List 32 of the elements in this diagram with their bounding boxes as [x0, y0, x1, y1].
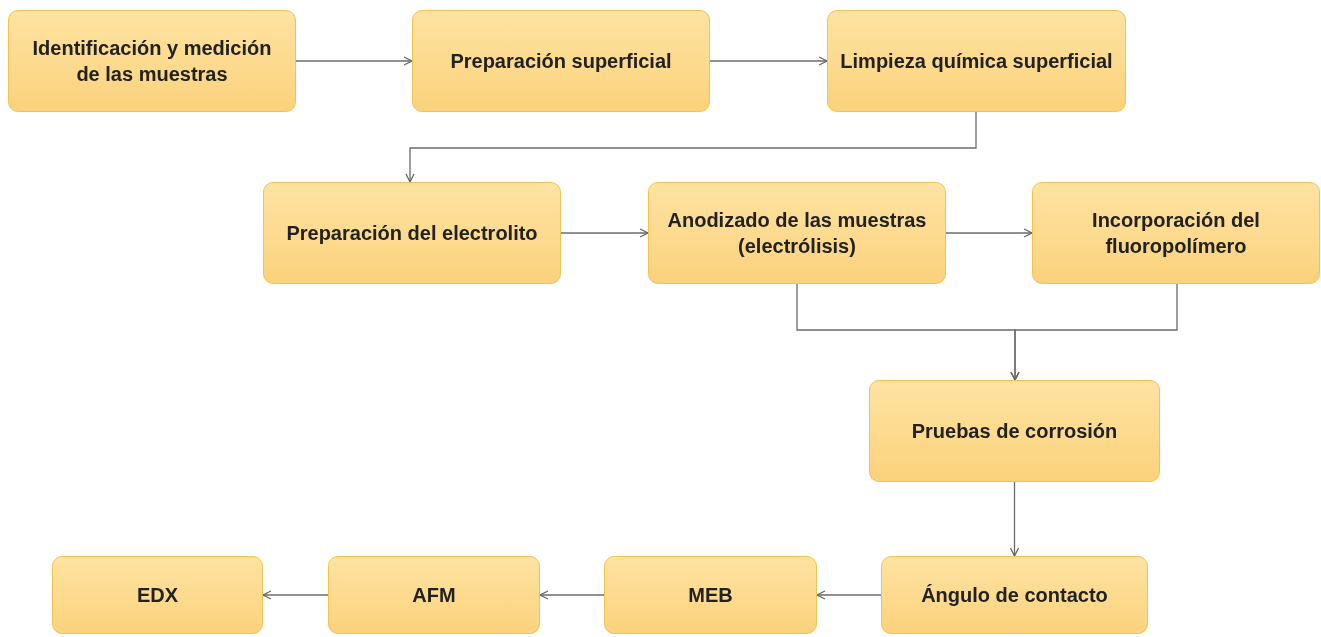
arrow: [1009, 481, 1020, 557]
step-label: Pruebas de corrosión: [911, 418, 1118, 444]
process-box: [869, 380, 1160, 482]
arrow: [262, 590, 329, 600]
process-box: [52, 556, 263, 634]
arrow: [945, 228, 1033, 238]
arrow: [709, 56, 828, 66]
arrow: [816, 590, 882, 600]
arrow: [295, 56, 413, 66]
step-label: Incorporación del fluoropolímero: [1091, 207, 1261, 259]
step-label: Limpieza química superficial: [840, 48, 1113, 74]
step-label: MEB: [688, 582, 733, 608]
process-box: [263, 182, 561, 284]
arrow: [405, 111, 977, 183]
process-box: [412, 10, 710, 112]
step-label: Ángulo de contacto: [921, 582, 1108, 608]
process-box: [604, 556, 817, 634]
arrow: [1010, 283, 1178, 381]
process-box: [881, 556, 1148, 634]
process-box: [648, 182, 946, 284]
arrow: [560, 228, 649, 238]
process-box: [827, 10, 1126, 112]
process-box: [1032, 182, 1320, 284]
arrow: [539, 590, 605, 600]
step-label: Preparación del electrolito: [286, 220, 538, 246]
step-label: Anodizado de las muestras (electrólisis): [666, 207, 928, 259]
step-label: EDX: [136, 582, 179, 608]
process-box: [328, 556, 540, 634]
step-label: Preparación superficial: [450, 48, 672, 74]
step-label: Identificación y medición de las muestras: [31, 35, 273, 87]
process-box: [8, 10, 296, 112]
step-label: AFM: [412, 582, 456, 608]
